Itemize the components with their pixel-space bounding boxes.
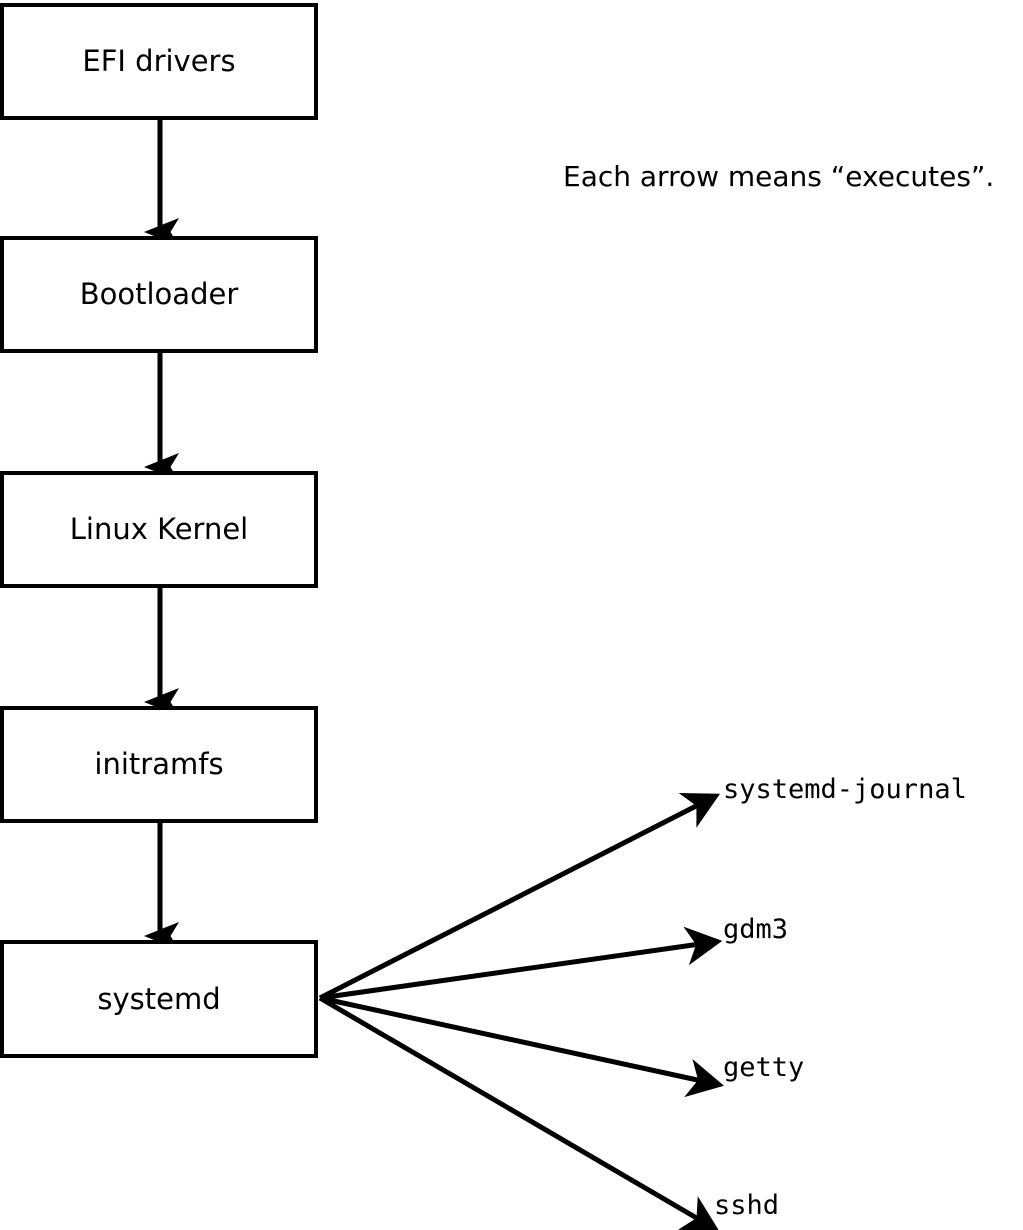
node-label-initramfs: initramfs (94, 747, 224, 781)
node-initramfs[interactable]: initramfs (0, 706, 318, 823)
fan-arrow-systemd-to-gdm3 (319, 926, 723, 1001)
node-label-systemd: systemd (97, 981, 221, 1016)
node-label-efi-drivers: EFI drivers (82, 44, 236, 78)
node-linux-kernel[interactable]: Linux Kernel (0, 471, 318, 588)
fan-arrow-systemd-to-sshd (318, 995, 720, 1230)
fan-arrow-group (318, 792, 724, 1230)
fan-arrow-systemd-to-systemd-journal (318, 792, 721, 1001)
leaf-label-sshd[interactable]: sshd (714, 1190, 780, 1221)
leaf-label-systemd-journal[interactable]: systemd-journal (723, 774, 967, 805)
leaf-label-getty[interactable]: getty (723, 1052, 805, 1083)
node-systemd[interactable]: systemd (0, 940, 318, 1058)
node-efi-drivers[interactable]: EFI drivers (0, 3, 318, 120)
node-label-linux-kernel: Linux Kernel (69, 512, 249, 546)
node-bootloader[interactable]: Bootloader (0, 236, 318, 353)
leaf-label-gdm3[interactable]: gdm3 (723, 914, 789, 945)
node-label-bootloader: Bootloader (79, 277, 239, 311)
fan-arrow-systemd-to-getty (319, 995, 724, 1098)
diagram-caption: Each arrow means “executes”. (563, 160, 995, 193)
